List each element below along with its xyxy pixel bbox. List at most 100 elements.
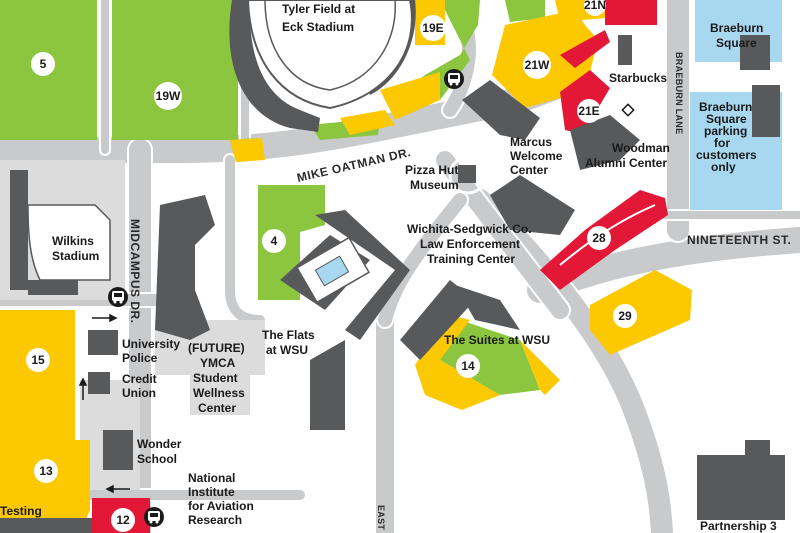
pizza-hut-building [458, 165, 476, 183]
flats-building-3 [310, 340, 345, 430]
svg-text:Alumni Center: Alumni Center [585, 156, 667, 170]
diamond-marker-icon [621, 103, 635, 117]
svg-text:Braeburn: Braeburn [699, 100, 752, 114]
label-credit-union: Credit [122, 372, 157, 386]
lot-marker-19w: 19W [154, 82, 182, 110]
svg-text:Institute: Institute [188, 485, 235, 499]
label-wonder-school: Wonder [137, 437, 182, 451]
partnership-3-building [697, 440, 785, 520]
svg-text:Training Center: Training Center [427, 252, 515, 266]
svg-text:Square: Square [706, 112, 747, 126]
lot-marker-12: 12 [111, 508, 135, 532]
wonder-school-building [103, 430, 133, 470]
svg-text:Union: Union [122, 386, 156, 400]
label-ymca: (FUTURE) [188, 341, 245, 355]
bus-stop-icon [144, 507, 164, 527]
lot-15-area [0, 310, 75, 440]
lot-marker-21w: 21W [523, 51, 551, 79]
svg-text:28: 28 [592, 231, 606, 245]
svg-text:for: for [714, 136, 730, 150]
lot-marker-4: 4 [262, 229, 286, 253]
lot-marker-14: 14 [456, 354, 480, 378]
lot-21n-red [605, 0, 657, 25]
label-law-enforcement: Wichita-Sedgwick Co. [407, 222, 532, 236]
svg-text:19E: 19E [422, 21, 443, 35]
braeburn-building-1 [740, 35, 770, 70]
stadium-stands [229, 0, 320, 132]
svg-text:21E: 21E [578, 104, 599, 118]
lot-marker-13: 13 [34, 459, 58, 483]
marcus-building [462, 80, 540, 140]
woodman-building [570, 115, 640, 170]
lot-14-green [440, 315, 540, 395]
lot-marker-19e: 19E [420, 15, 446, 41]
svg-text:for Aviation: for Aviation [188, 499, 254, 513]
svg-text:Wellness: Wellness [193, 386, 245, 400]
bus-stop-icon [444, 69, 464, 89]
street-label-midcampus: MIDCAMPUS DR. [128, 219, 142, 324]
svg-text:5: 5 [40, 57, 47, 71]
label-tyler-field: Tyler Field at [282, 2, 355, 16]
svg-text:12: 12 [116, 513, 130, 527]
lot-19w-area [112, 0, 238, 140]
one-way-arrow-icon [78, 377, 88, 400]
label-niar: National [188, 471, 235, 485]
lot-4-area [258, 185, 325, 300]
svg-text:Center: Center [198, 401, 236, 415]
dorm-building [155, 195, 215, 340]
yellow-strip-stadium [380, 72, 440, 120]
svg-text:15: 15 [31, 353, 45, 367]
label-suites: The Suites at WSU [444, 333, 550, 347]
svg-text:Museum: Museum [410, 178, 459, 192]
label-marcus: Marcus [510, 135, 552, 149]
lot-marker-15: 15 [26, 348, 50, 372]
label-police: University [122, 337, 180, 351]
svg-text:at WSU: at WSU [266, 343, 308, 357]
svg-text:Police: Police [122, 351, 158, 365]
yellow-strip-2 [340, 110, 395, 135]
svg-text:14: 14 [461, 359, 475, 373]
bus-stop-icon [108, 287, 128, 307]
svg-text:21N: 21N [584, 0, 606, 12]
law-enforcement-building [490, 175, 575, 235]
credit-union-building [88, 372, 110, 394]
lot-marker-29: 29 [613, 304, 637, 328]
label-flats: The Flats [262, 328, 315, 342]
police-building [88, 330, 118, 355]
label-braeburn-parking: Braeburn Square parking for customers on… [696, 100, 757, 174]
tyler-field [246, 0, 413, 110]
svg-text:Square: Square [716, 36, 757, 50]
svg-text:21W: 21W [525, 58, 550, 72]
suites-building-2 [455, 285, 520, 330]
flats-building-2 [315, 210, 410, 340]
starbucks-building [618, 35, 632, 65]
label-wilkins: Wilkins [52, 234, 94, 248]
place-labels: Tyler Field at Eck Stadium Braeburn Squa… [0, 2, 777, 533]
svg-text:Research: Research [188, 513, 242, 527]
green-top-strip [505, 0, 545, 22]
svg-text:parking: parking [704, 124, 747, 138]
svg-text:Eck Stadium: Eck Stadium [282, 20, 354, 34]
lot-marker-21e: 21E [577, 99, 601, 123]
svg-text:only: only [711, 160, 736, 174]
svg-text:YMCA: YMCA [200, 356, 236, 370]
lot-marker-28: 28 [587, 226, 611, 250]
svg-text:Stadium: Stadium [52, 249, 99, 263]
lot-marker-21n: 21N [584, 0, 606, 16]
label-testing: Testing [0, 504, 42, 518]
label-braeburn-square: Braeburn [710, 21, 763, 35]
yellow-strip-3 [230, 138, 265, 162]
label-partnership-3: Partnership 3 [700, 519, 777, 533]
one-way-arrow-icon [92, 313, 118, 323]
lot-13-area [0, 440, 90, 533]
flats-pool [295, 236, 371, 304]
pizza-hut-roundabout [448, 155, 488, 195]
svg-text:Student: Student [193, 371, 238, 385]
one-way-arrow-icon [105, 484, 130, 494]
lot-29-area [590, 270, 692, 355]
street-label-east: EAST [376, 505, 386, 530]
svg-text:Center: Center [510, 163, 548, 177]
label-woodman: Woodman [612, 141, 670, 155]
label-starbucks: Starbucks [609, 71, 667, 85]
